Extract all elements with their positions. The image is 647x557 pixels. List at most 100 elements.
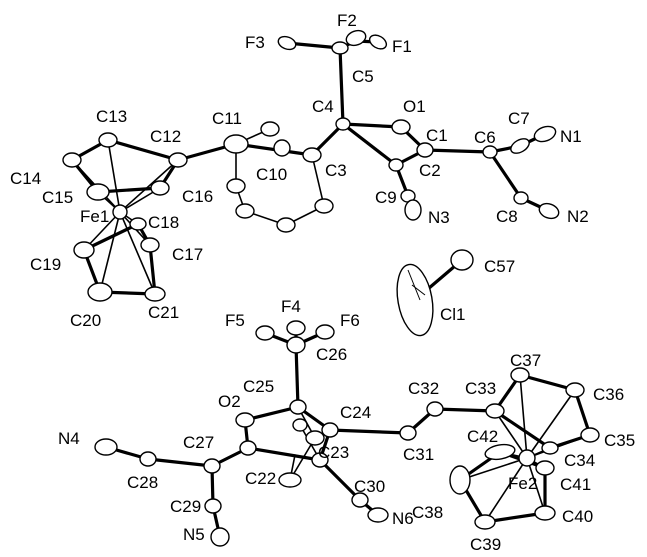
atom-c1: [416, 142, 434, 158]
atom-ph2: [235, 203, 255, 219]
label-c41: C41: [560, 475, 591, 494]
atom-n2: [538, 202, 560, 220]
atom-c20: [87, 282, 113, 302]
label-c2: C2: [419, 161, 441, 180]
label-c17: C17: [172, 245, 203, 264]
atom-c6: [482, 145, 498, 159]
atom-c4: [335, 117, 351, 131]
label-c23: C23: [318, 443, 349, 462]
label-o2: O2: [218, 392, 241, 411]
atom-n6: [367, 507, 389, 523]
atom-ph4: [314, 198, 334, 214]
atom-c36: [565, 382, 585, 398]
label-c11: C11: [212, 109, 242, 128]
label-c27: C27: [183, 433, 214, 452]
label-cl1: Cl1: [440, 305, 466, 324]
label-c30: C30: [354, 477, 385, 496]
label-f2: F2: [337, 11, 357, 30]
atom-c29: [204, 498, 222, 514]
label-c25: C25: [243, 377, 274, 396]
atom-c34: [541, 441, 559, 455]
atom-n5: [210, 527, 230, 547]
atom-c30: [351, 492, 369, 508]
label-c36: C36: [593, 385, 624, 404]
label-c29: C29: [170, 497, 201, 516]
label-c22: C22: [245, 469, 276, 488]
label-c21: C21: [148, 303, 179, 322]
atom-c16: [150, 180, 170, 196]
label-f3: F3: [245, 33, 265, 52]
label-n6: N6: [392, 509, 414, 528]
atom-c24: [321, 422, 339, 438]
atom-cl1: [396, 263, 434, 337]
label-f6: F6: [340, 311, 360, 330]
atom-c25: [289, 399, 307, 415]
label-c42: C42: [467, 427, 498, 446]
atom-f6: [315, 324, 335, 340]
atom-n3: [404, 199, 422, 221]
atom-c41: [535, 460, 555, 476]
label-c19: C19: [30, 255, 61, 274]
atom-c17: [140, 237, 160, 253]
label-fe2: Fe2: [508, 474, 537, 493]
atom-c2: [388, 158, 404, 172]
label-c39: C39: [470, 535, 501, 554]
atom-c14: [62, 152, 82, 168]
label-c26: C26: [316, 345, 347, 364]
atom-f5: [255, 325, 275, 341]
label-n5: N5: [183, 525, 205, 544]
atom-labels: F1 F2 F3 C5 C4 O1 C7 N1 C1 C6 C2 C3 C13 …: [10, 11, 635, 554]
atom-c35: [580, 427, 600, 443]
atom-ph6: [278, 472, 302, 488]
label-f5: F5: [225, 311, 245, 330]
atom-c57: [450, 249, 474, 271]
atom-c13: [98, 132, 118, 148]
atom-ph7: [292, 418, 308, 432]
label-c32: C32: [408, 379, 439, 398]
atom-c10: [273, 139, 291, 157]
label-c3: C3: [325, 161, 347, 180]
label-c24: C24: [340, 403, 371, 422]
label-c4: C4: [312, 97, 334, 116]
label-c6: C6: [474, 128, 496, 147]
bonds-molecule-1: [70, 39, 551, 296]
label-c16: C16: [182, 187, 213, 206]
label-c20: C20: [70, 311, 101, 330]
label-c28: C28: [127, 473, 158, 492]
atoms: [62, 29, 600, 547]
atom-o1: [391, 119, 411, 135]
atom-c7: [510, 138, 530, 154]
atom-c21: [144, 286, 166, 302]
label-c57: C57: [484, 257, 515, 276]
label-c31: C31: [403, 445, 434, 464]
atom-c42: [484, 443, 516, 461]
label-n2: N2: [567, 207, 589, 226]
atom-ph3: [276, 217, 296, 233]
label-c40: C40: [562, 507, 593, 526]
atom-c15: [86, 183, 110, 201]
atom-c27: [203, 458, 221, 474]
atom-c31: [399, 425, 417, 441]
label-c35: C35: [604, 431, 635, 450]
atom-c39: [474, 514, 496, 530]
atom-c23: [311, 452, 329, 468]
atom-f3: [277, 35, 297, 51]
atom-f4: [286, 320, 306, 336]
label-f4: F4: [281, 297, 301, 316]
atom-c28: [139, 451, 157, 467]
label-c10: C10: [256, 165, 287, 184]
label-o1: O1: [403, 97, 426, 116]
label-c37: C37: [510, 351, 541, 370]
label-c34: C34: [564, 451, 595, 470]
label-f1: F1: [392, 37, 412, 56]
atom-fe1: [112, 204, 128, 220]
atom-c33: [485, 403, 505, 419]
label-c38: C38: [412, 503, 443, 522]
label-c18: C18: [148, 213, 179, 232]
label-c14: C14: [10, 169, 41, 188]
atom-c11b: [260, 121, 280, 137]
atom-c37: [510, 367, 530, 383]
atom-c19: [73, 241, 95, 259]
atom-c32: [426, 401, 444, 417]
